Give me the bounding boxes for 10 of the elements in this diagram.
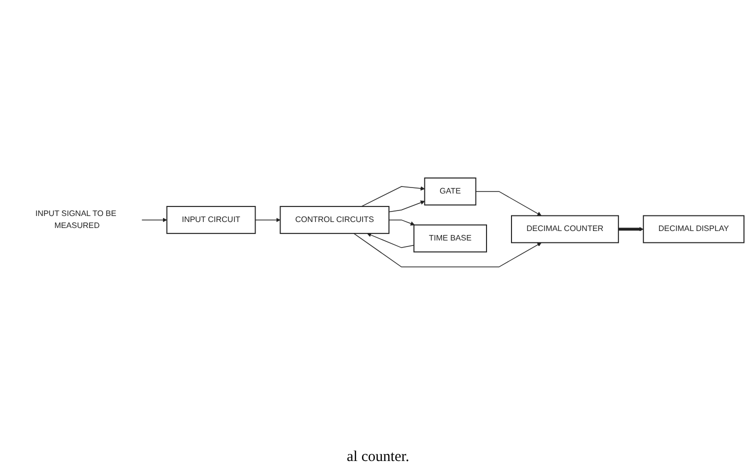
arrow xyxy=(254,218,280,222)
arrow xyxy=(142,218,168,222)
caption: al counter. xyxy=(346,449,410,466)
arrow xyxy=(388,200,425,212)
arrow xyxy=(618,227,644,232)
arrow xyxy=(475,191,542,216)
arrow xyxy=(361,186,425,207)
arrow xyxy=(353,233,542,268)
arrow xyxy=(388,220,415,226)
arrow xyxy=(366,232,414,248)
